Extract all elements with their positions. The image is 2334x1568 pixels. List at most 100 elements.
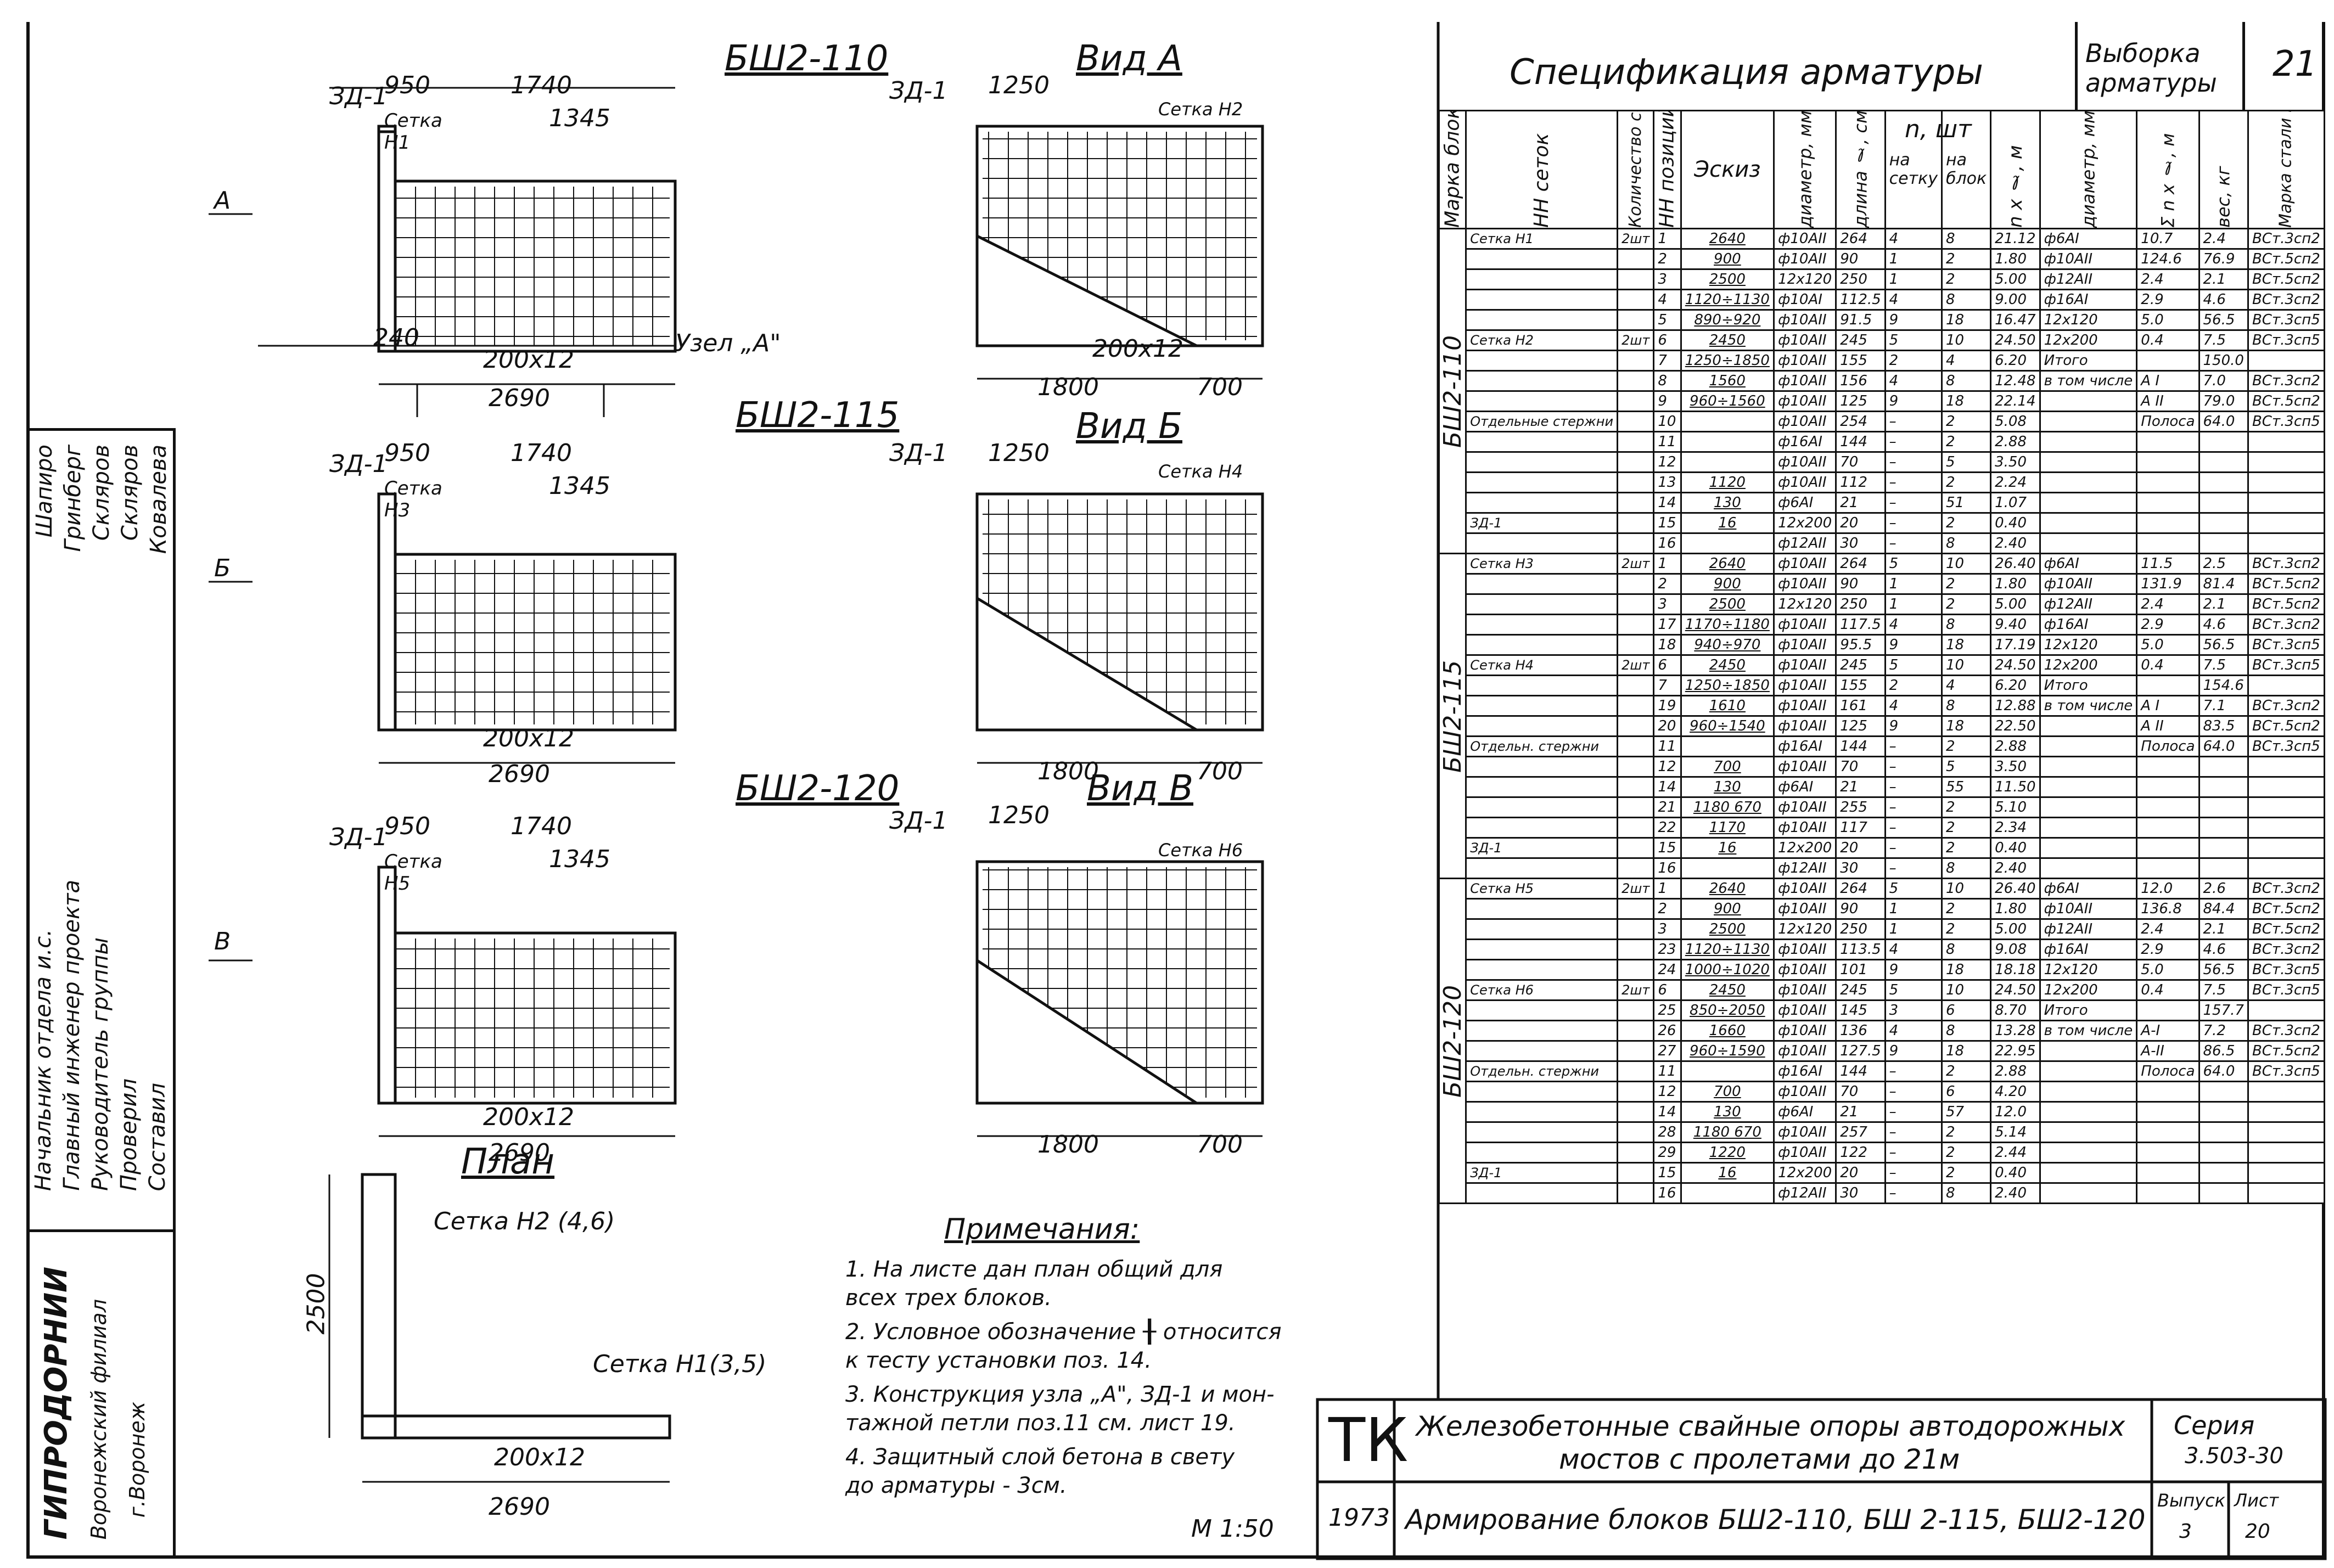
spec-cell: 154.6 <box>2198 675 2249 696</box>
spec-cell: 1 <box>1884 573 1943 595</box>
label-zd1-b: ЗД-1 <box>329 450 388 478</box>
spec-cell <box>2136 1081 2200 1103</box>
spec-cell: ВСт.3сп5 <box>2247 654 2326 676</box>
spec-cell <box>1617 918 1655 940</box>
spec-cell <box>1617 634 1655 656</box>
spec-cell: 5.0 <box>2136 309 2200 331</box>
spec-cell <box>1465 756 1619 778</box>
spec-cell: 18 <box>1940 634 1992 656</box>
spec-cell <box>1617 593 1655 615</box>
spec-cell <box>1617 573 1655 595</box>
spec-cell: 91.5 <box>1835 309 1886 331</box>
spec-cell: 2.1 <box>2198 268 2249 290</box>
spec-cell: 2 <box>1940 898 1992 920</box>
spec-cell: 64.0 <box>2198 411 2249 432</box>
label-setka-n2: Сетка Н2 <box>1158 99 1243 120</box>
spec-cell <box>1617 289 1655 311</box>
label-zd1-v: ЗД-1 <box>329 823 388 851</box>
spec-cell: 2.9 <box>2136 938 2200 960</box>
spec-cell: 12х120 <box>2039 959 2138 981</box>
spec-cell: 2 <box>1653 248 1682 270</box>
spec-cell: ф10АII <box>2039 573 2138 595</box>
spec-cell <box>1465 715 1619 737</box>
spec-cell: 64.0 <box>2198 1060 2249 1082</box>
spec-cell: ВСт.3сп2 <box>2247 695 2326 717</box>
spec-cell <box>1617 1040 1655 1062</box>
spec-cell <box>1617 1101 1655 1123</box>
dim-1740-b: 1740 <box>510 439 572 467</box>
spec-cell: ф10АII <box>1773 309 1837 331</box>
spec-cell: ВСт.3сп2 <box>2247 938 2326 960</box>
spec-cell: 13.28 <box>1990 1020 2041 1042</box>
spec-cell: 22 <box>1653 817 1682 839</box>
spec-cell: 2.88 <box>1990 431 2041 453</box>
spec-cell: 9.40 <box>1990 614 2041 636</box>
spec-cell <box>1465 492 1619 514</box>
spec-cell: 20 <box>1835 512 1886 534</box>
spec-cell: в том числе <box>2039 695 2138 717</box>
dim-200x12-va: 200x12 <box>1092 335 1184 363</box>
spec-cell: 7.5 <box>2198 654 2249 676</box>
spec-cell: 5.00 <box>1990 593 2041 615</box>
spec-cell: 12х120 <box>1773 593 1837 615</box>
spec-cell: ВСт.3сп5 <box>2247 735 2326 757</box>
spec-cell: 0.40 <box>1990 512 2041 534</box>
spec-cell: ВСт.3сп5 <box>2247 979 2326 1001</box>
spec-cell: 10 <box>1940 329 1992 351</box>
spec-cell: 257 <box>1835 1121 1886 1143</box>
spec-cell: 2 <box>1940 1142 1992 1164</box>
spec-cell: 5 <box>1884 553 1943 575</box>
spec-cell: 7.1 <box>2198 695 2249 717</box>
spec-cell: ф6АI <box>2039 228 2138 250</box>
spec-cell <box>2198 1182 2249 1204</box>
spec-cell: ф10АII <box>1773 1121 1837 1143</box>
spec-cell <box>2136 756 2200 778</box>
spec-cell <box>1617 1182 1655 1204</box>
dim-1800-va: 1800 <box>1037 373 1099 401</box>
spec-cell: 245 <box>1835 329 1886 351</box>
spec-cell <box>2039 1121 2138 1143</box>
spec-cell: 24.50 <box>1990 654 2041 676</box>
spec-cell <box>2247 1162 2326 1184</box>
spec-cell <box>1465 1182 1619 1204</box>
spec-cell: 1 <box>1884 898 1943 920</box>
spec-cell: ф10АII <box>1773 634 1837 656</box>
spec-cell <box>2198 756 2249 778</box>
spec-cell: 4 <box>1884 614 1943 636</box>
spec-cell: 12.48 <box>1990 370 2041 392</box>
spec-cell <box>1465 999 1619 1021</box>
spec-cell: – <box>1884 411 1943 432</box>
hdr-net-count: Количество сеток <box>1617 110 1654 229</box>
spec-cell: 12 <box>1653 1081 1682 1103</box>
spec-cell <box>2136 817 2200 839</box>
spec-cell <box>1617 1081 1655 1103</box>
spec-cell: 2450 <box>1680 979 1775 1001</box>
hdr-sel-dia: диаметр, мм <box>2040 110 2137 229</box>
spec-cell: ф10АII <box>1773 248 1837 270</box>
view-v-drawing <box>975 860 1264 1137</box>
dim-1250-vv1: 1250 <box>988 801 1050 829</box>
spec-cell <box>2198 451 2249 473</box>
dim-700-vb: 700 <box>1197 757 1243 785</box>
spec-cell: 4 <box>1884 289 1943 311</box>
spec-cell <box>2198 431 2249 453</box>
spec-cell <box>2247 532 2326 554</box>
dim-1740-v: 1740 <box>510 812 572 840</box>
spec-cell: 1 <box>1653 553 1682 575</box>
block-120-drawing <box>377 866 677 1137</box>
dim-2690-a: 2690 <box>489 384 550 412</box>
spec-cell: 890÷920 <box>1680 309 1775 331</box>
spec-cell <box>2198 471 2249 493</box>
spec-cell: 76.9 <box>2198 248 2249 270</box>
spec-cell <box>2039 1060 2138 1082</box>
spec-cell <box>2247 350 2326 372</box>
spec-cell: 1220 <box>1680 1142 1775 1164</box>
spec-cell: 28 <box>1653 1121 1682 1143</box>
spec-cell <box>2247 1142 2326 1164</box>
